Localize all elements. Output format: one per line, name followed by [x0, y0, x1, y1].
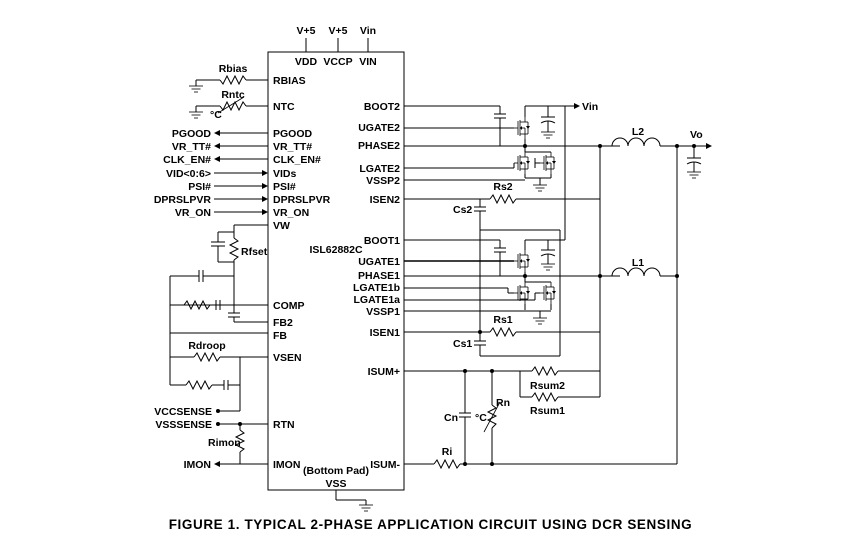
rs1-resistor [489, 326, 517, 338]
bottom-pad-label: (Bottom Pad) [303, 465, 369, 477]
vin-output-label: Vin [582, 101, 598, 113]
comp-resistor [183, 299, 211, 311]
pin-vr-tt: VR_TT# [273, 141, 312, 153]
supply-vccp: V+5 [329, 25, 348, 37]
ri-label: Ri [442, 446, 453, 458]
l2-label: L2 [632, 126, 644, 138]
pin-lgate1a: LGATE1a [354, 294, 401, 306]
rfset-label: Rfset [241, 246, 268, 258]
pin-vssp1: VSSP1 [366, 306, 400, 318]
pin-vsen: VSEN [273, 352, 302, 364]
pin-vr-on: VR_ON [273, 207, 309, 219]
rbias-resistor [219, 74, 247, 86]
pin-vdd: VDD [295, 56, 318, 68]
pin-fb2: FB2 [273, 317, 293, 329]
pin-pgood: PGOOD [273, 128, 313, 140]
pin-isen2: ISEN2 [370, 194, 401, 206]
signal-vr-tt: VR_TT# [172, 141, 211, 153]
pin-boot2: BOOT2 [364, 101, 400, 113]
pin-vccp: VCCP [323, 56, 352, 68]
pin-vssp2: VSSP2 [366, 175, 400, 187]
rn-degc-label: °C [475, 412, 487, 424]
pin-isum-minus: ISUM- [370, 459, 400, 471]
right-pin-labels: BOOT2 UGATE2 PHASE2 LGATE2 VSSP2 ISEN2 B… [353, 101, 401, 471]
pin-ugate1: UGATE1 [358, 256, 400, 268]
rsum2-label: Rsum2 [530, 380, 565, 392]
pin-isen1: ISEN1 [370, 327, 401, 339]
signal-pgood: PGOOD [172, 128, 212, 140]
l2-inductor [611, 137, 661, 147]
rntc-resistor [219, 100, 247, 112]
signal-vr-on: VR_ON [175, 207, 211, 219]
pin-rtn: RTN [273, 419, 295, 431]
pin-dprslpvr: DPRSLPVR [273, 194, 331, 206]
cn-label: Cn [444, 412, 458, 424]
rs1-label: Rs1 [493, 314, 512, 326]
left-pin-labels: RBIAS NTC PGOOD VR_TT# CLK_EN# VIDs PSI#… [273, 75, 331, 471]
rdroop-label: Rdroop [188, 340, 225, 352]
pin-ugate2: UGATE2 [358, 122, 400, 134]
pin-rbias: RBIAS [273, 75, 306, 87]
supply-vdd: V+5 [297, 25, 316, 37]
signal-vid: VID<0:6> [166, 168, 211, 180]
signal-imon: IMON [184, 459, 211, 471]
vo-label: Vo [690, 129, 703, 141]
rbias-label: Rbias [219, 63, 248, 75]
ntc-degc-label: °C [210, 109, 222, 121]
ic-name: ISL62882C [309, 244, 363, 256]
rs2-resistor [489, 193, 517, 205]
pin-phase2: PHASE2 [358, 140, 400, 152]
vss-pin-label: VSS [325, 478, 346, 490]
signal-vccsense: VCCSENSE [154, 406, 212, 418]
rdroop-resistor [193, 351, 221, 363]
rntc-label: Rntc [221, 89, 244, 101]
pin-isum-plus: ISUM+ [368, 366, 400, 378]
pin-fb: FB [273, 330, 287, 342]
rsum1-resistor [531, 391, 559, 403]
pin-vw: VW [273, 220, 290, 232]
rsum2-resistor [531, 365, 559, 377]
pin-boot1: BOOT1 [364, 235, 400, 247]
pin-clk-en: CLK_EN# [273, 154, 321, 166]
pin-lgate2: LGATE2 [359, 163, 400, 175]
pin-psi: PSI# [273, 181, 296, 193]
pin-lgate1b: LGATE1b [353, 282, 400, 294]
signal-psi: PSI# [188, 181, 211, 193]
rn-label: Rn [496, 397, 510, 409]
pin-ntc: NTC [273, 101, 295, 113]
rn-resistor [486, 404, 498, 429]
pin-phase1: PHASE1 [358, 270, 400, 282]
signal-dprslpvr: DPRSLPVR [154, 194, 212, 206]
cs2-label: Cs2 [453, 204, 472, 216]
pin-vin: VIN [359, 56, 377, 68]
pin-comp: COMP [273, 300, 305, 312]
rfset-resistor [228, 237, 240, 261]
cs1-label: Cs1 [453, 338, 472, 350]
l1-inductor [611, 267, 661, 277]
rsum1-label: Rsum1 [530, 405, 565, 417]
supply-vin: Vin [360, 25, 376, 37]
pin-imon: IMON [273, 459, 300, 471]
pin-vids: VIDs [273, 168, 297, 180]
rimon-label: Rimon [208, 437, 241, 449]
l1-label: L1 [632, 257, 644, 269]
figure-caption: FIGURE 1. TYPICAL 2-PHASE APPLICATION CI… [168, 517, 693, 532]
signal-vsssense: VSSSENSE [155, 419, 212, 431]
rimon-resistor [234, 429, 246, 453]
rs2-label: Rs2 [493, 181, 512, 193]
control-signals: PGOOD VR_TT# CLK_EN# VID<0:6> PSI# DPRSL… [154, 128, 268, 219]
signal-clk-en: CLK_EN# [163, 154, 211, 166]
ri-resistor [433, 458, 461, 470]
